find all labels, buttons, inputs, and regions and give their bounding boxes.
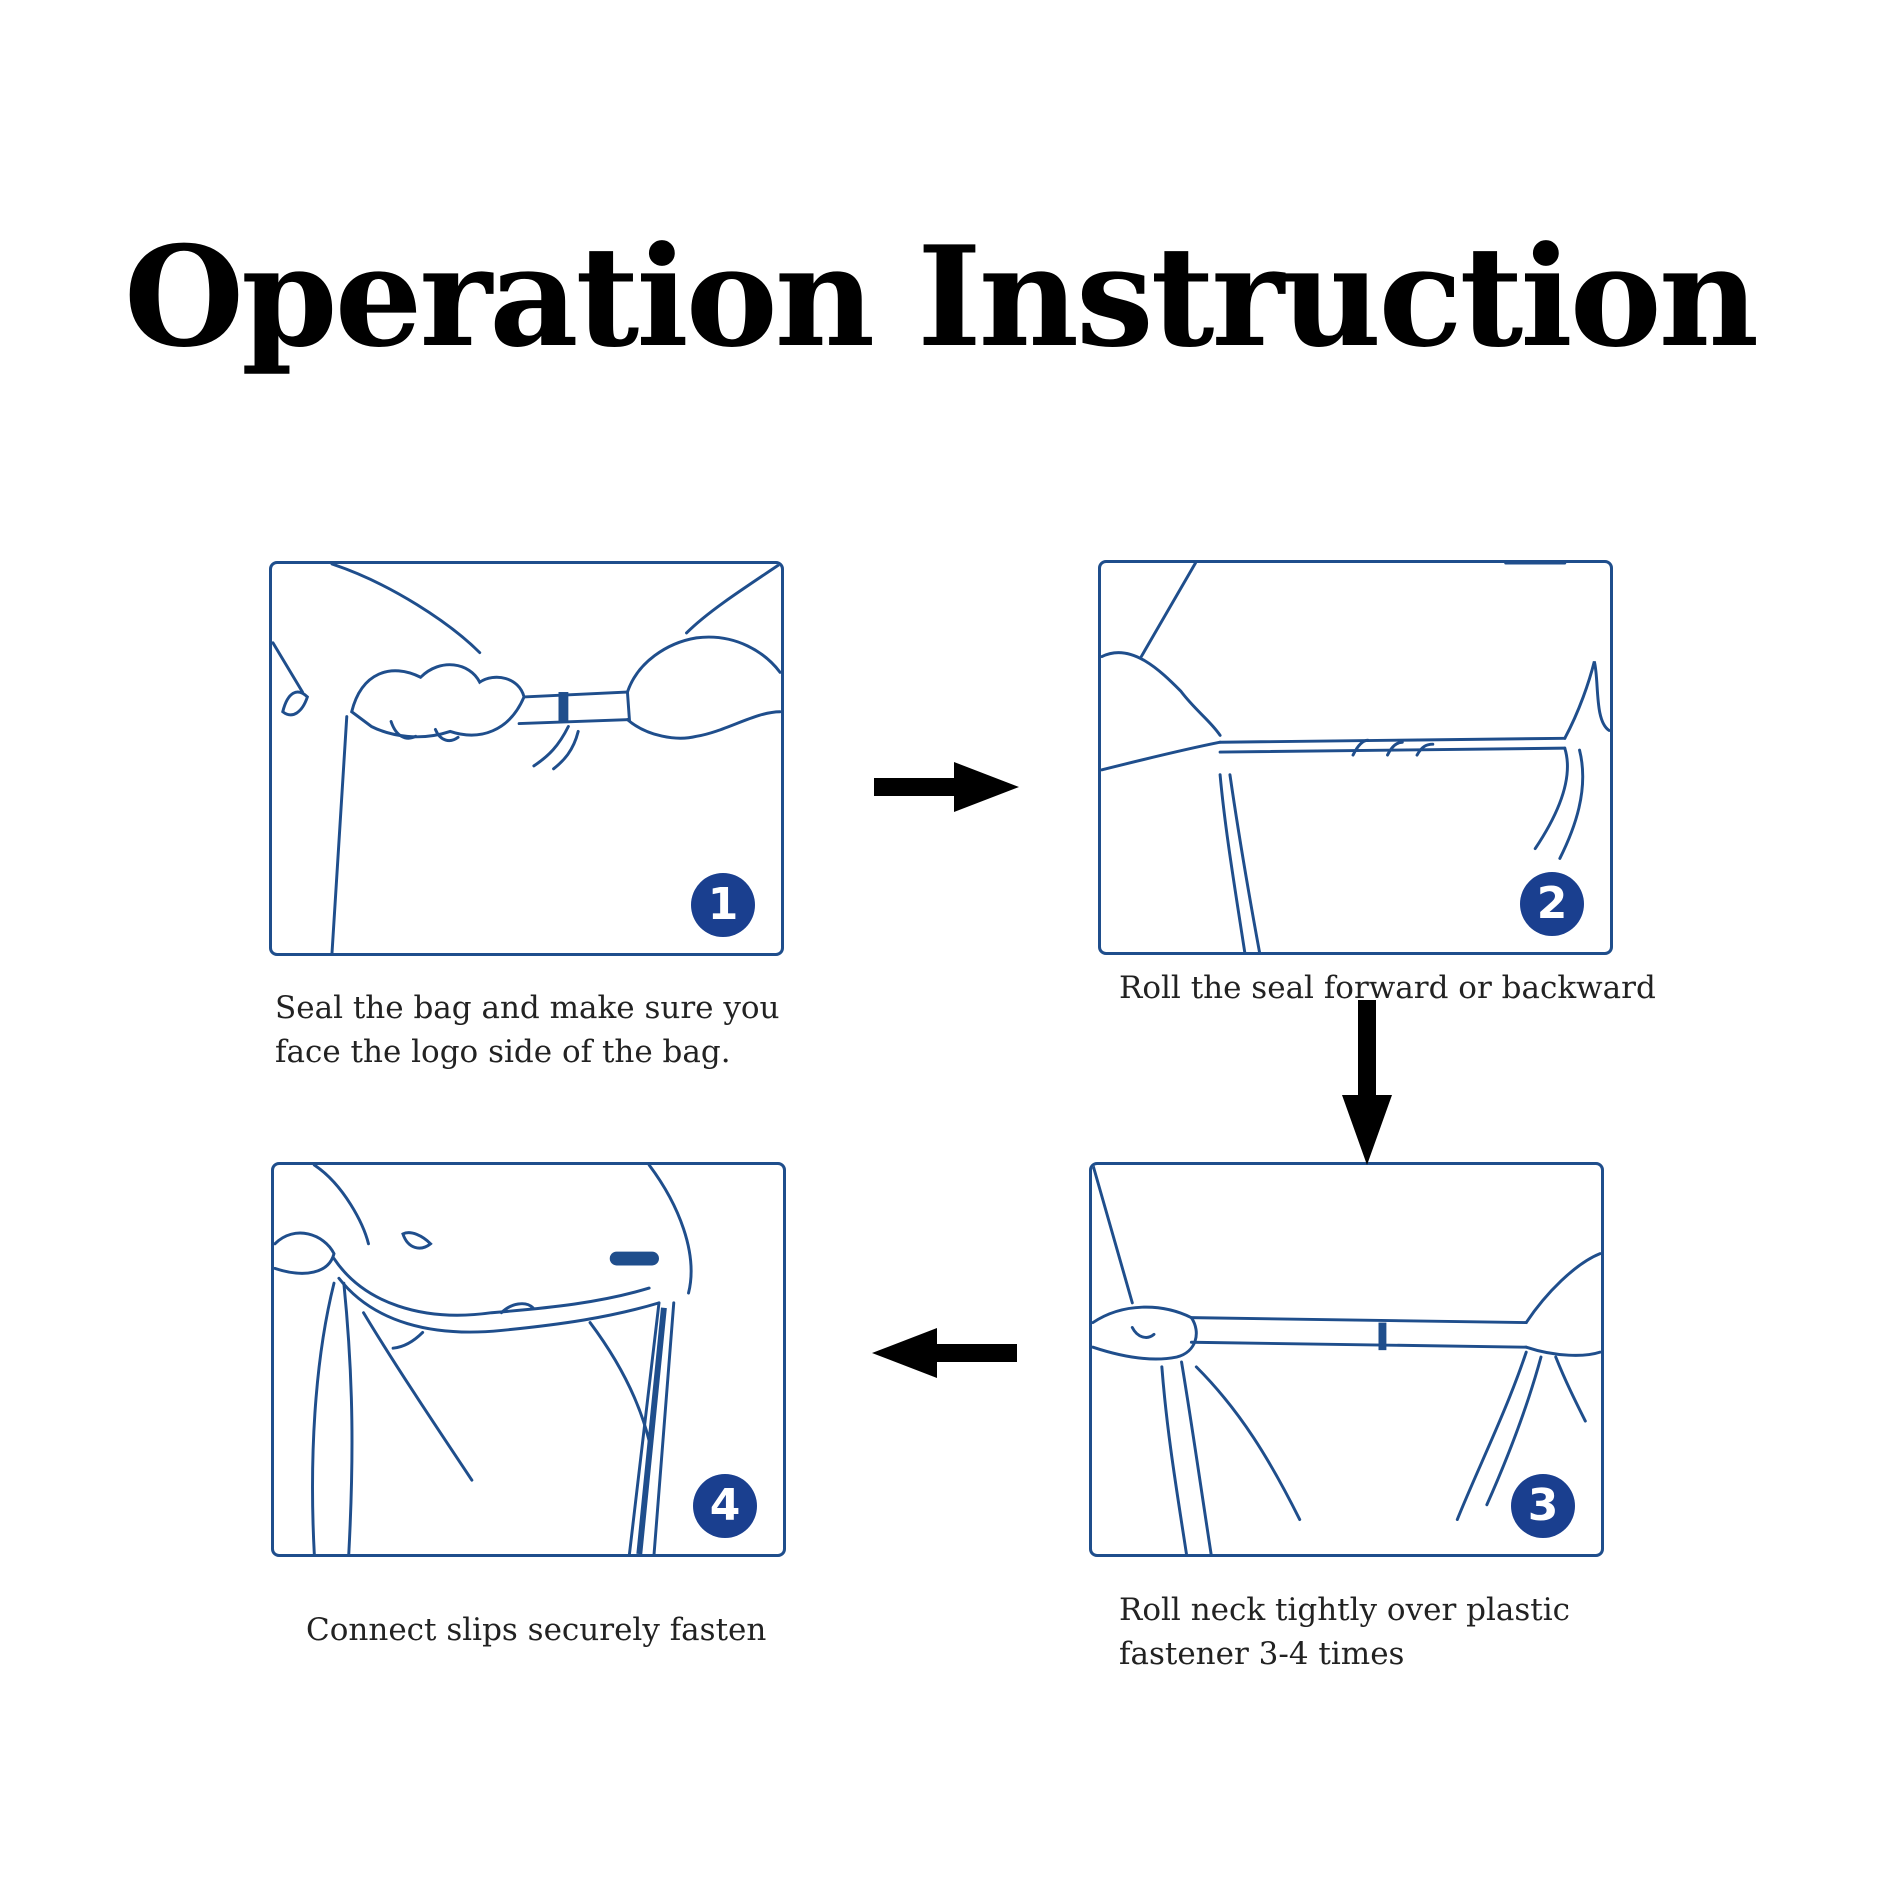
step-1-badge: 1 (691, 873, 755, 937)
step-3-panel: 3 (1089, 1162, 1604, 1557)
step-3-badge: 3 (1511, 1474, 1575, 1538)
step-2-caption: Roll the seal forward or backward (1119, 970, 1656, 1006)
arrow-down-icon (1342, 1000, 1392, 1165)
step-3-illustration (1092, 1165, 1601, 1554)
step-2-illustration (1101, 563, 1610, 952)
step-4-badge: 4 (693, 1474, 757, 1538)
step-4-illustration (274, 1165, 693, 1554)
step-1-panel: 1 (269, 561, 784, 956)
arrow-right-icon (874, 762, 1019, 812)
arrow-left-icon (872, 1328, 1017, 1378)
page-title: Operation Instruction (123, 215, 1759, 378)
step-4-caption: Connect slips securely fasten (306, 1612, 767, 1648)
step-1-illustration (272, 564, 781, 953)
step-3-caption: Roll neck tightly over plastic fastener … (1119, 1592, 1570, 1672)
step-4-panel: 4 (271, 1162, 786, 1557)
step-2-panel: 2 (1098, 560, 1613, 955)
step-2-badge: 2 (1520, 872, 1584, 936)
step-1-caption: Seal the bag and make sure you face the … (275, 990, 780, 1070)
